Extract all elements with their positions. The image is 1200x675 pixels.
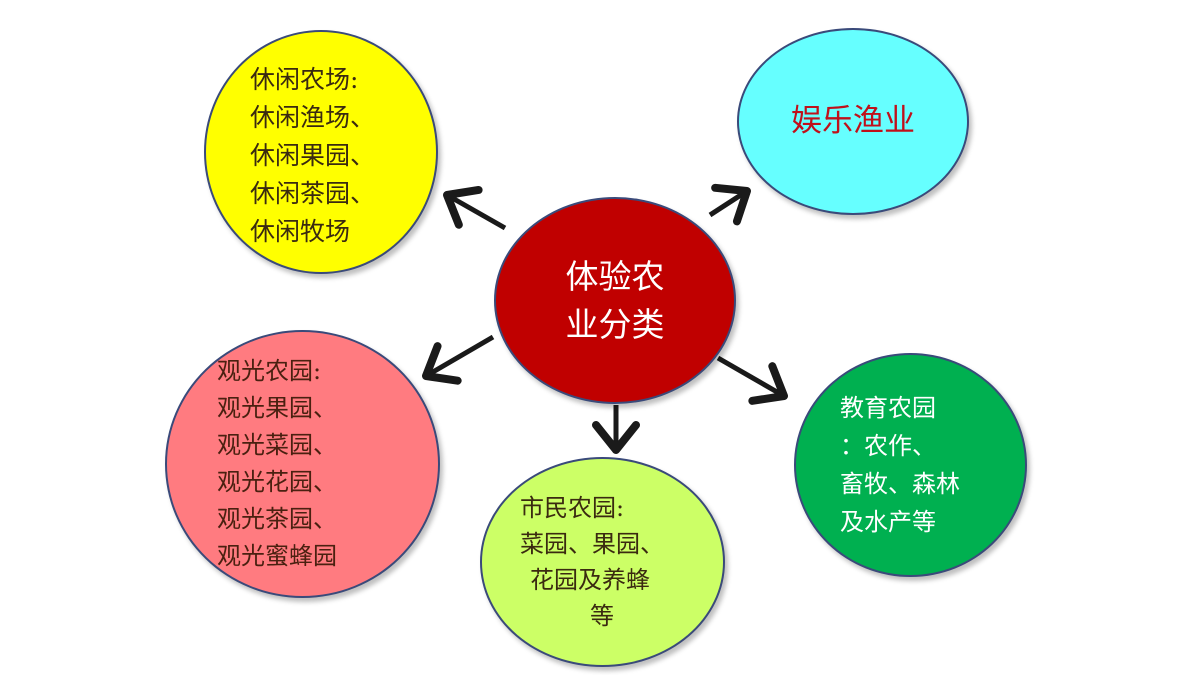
node-education-garden: 教育农园 ：农作、 畜牧、森林 及水产等 — [794, 353, 1027, 577]
node-text-line: 观光蜜蜂园 — [217, 542, 337, 570]
node-text-line: ：农作、 — [840, 432, 936, 460]
arrow-to-education-garden — [716, 355, 788, 405]
node-citizen-garden: 市民农园: 菜园、果园、 花园及养蜂 等 — [480, 457, 725, 667]
node-text-line: 观光茶园、 — [217, 505, 337, 533]
node-text-line: 教育农园 — [840, 394, 936, 422]
node-text-line: 等 — [590, 602, 614, 630]
node-text-line: 畜牧、森林 — [840, 470, 960, 498]
node-text-line: 观光农园: — [217, 357, 322, 385]
node-text-line: 休闲茶园、 — [250, 179, 376, 208]
node-text-line: 娱乐渔业 — [791, 103, 915, 139]
node-text-line: 观光果园、 — [217, 394, 337, 422]
node-recreational-fishery: 娱乐渔业 — [737, 28, 969, 215]
node-leisure-farm: 休闲农场: 休闲渔场、 休闲果园、 休闲茶园、 休闲牧场 — [204, 30, 438, 274]
arrow-to-sightseeing-garden — [422, 334, 495, 385]
node-text-line: 菜园、果园、 — [520, 530, 664, 558]
arrow-to-leisure-farm — [443, 185, 507, 231]
node-text-line: 休闲果园、 — [250, 141, 376, 170]
arrow-to-recreational-fishery — [708, 183, 751, 226]
node-text-line: 休闲农场: — [250, 65, 359, 94]
center-text-line: 体验农 — [565, 256, 665, 296]
node-text-line: 观光花园、 — [217, 468, 337, 496]
node-text-line: 花园及养蜂 — [530, 566, 650, 594]
node-text-line: 观光菜园、 — [217, 431, 337, 459]
node-text-line: 及水产等 — [840, 508, 936, 536]
node-sightseeing-garden: 观光农园: 观光果园、 观光菜园、 观光花园、 观光茶园、 观光蜜蜂园 — [165, 330, 440, 598]
node-text-line: 休闲渔场、 — [250, 103, 376, 132]
node-text-line: 休闲牧场 — [250, 217, 351, 246]
node-center-experience-agriculture: 体验农 业分类 — [494, 197, 736, 404]
center-text-line: 业分类 — [565, 304, 665, 344]
node-text-line: 市民农园: — [520, 494, 625, 522]
